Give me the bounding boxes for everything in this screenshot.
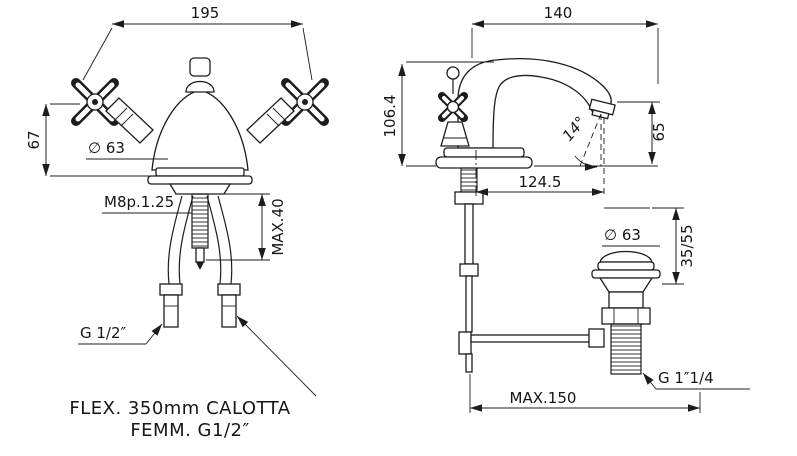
side-view: 140 106.4 65 14° 124.5	[381, 4, 750, 413]
dim-spout-reach-label: 124.5	[519, 173, 562, 191]
threaded-stud	[191, 193, 209, 270]
flex-note-line1: FLEX. 350mm CALOTTA	[69, 398, 290, 419]
flex-note: FLEX. 350mm CALOTTA FEMM. G1/2″	[69, 315, 317, 441]
label-stud-thread: M8p.1.25	[102, 193, 192, 214]
dim-spray-angle-label: 14°	[559, 113, 590, 145]
dim-front-width: 195	[82, 4, 313, 81]
label-drain-diameter: ∅ 63	[602, 226, 660, 247]
base-diameter-label: ∅ 63	[88, 139, 125, 157]
dim-plug-travel-label: 35/55	[678, 224, 696, 267]
faucet-body-front	[147, 57, 253, 195]
side-cross-handle-icon	[438, 66, 470, 147]
dim-spout-reach: 124.5	[475, 118, 605, 198]
hose-thread-label: G 1/2″	[80, 324, 127, 342]
right-cross-handle-icon	[246, 78, 329, 144]
faucet-body-side	[435, 58, 616, 169]
left-cross-handle-icon	[71, 78, 154, 144]
dim-stud-max-label: MAX.40	[269, 198, 287, 255]
label-hose-thread: G 1/2″	[78, 323, 163, 345]
flex-note-line2: FEMM. G1/2″	[130, 420, 249, 441]
dim-max-reach: MAX.150	[469, 374, 701, 413]
dim-spray-angle: 14°	[559, 113, 602, 171]
popup-rod-assembly	[454, 167, 605, 373]
dim-max-reach-label: MAX.150	[510, 389, 577, 407]
dim-stud-max: MAX.40	[206, 193, 287, 261]
stud-thread-label: M8p.1.25	[104, 193, 174, 211]
front-view: 195 67 ∅ 63 M8p.1.25 MAX.40 G 1/2	[25, 4, 329, 441]
dim-front-height-label: 67	[25, 130, 43, 149]
dim-spout-height-label: 65	[650, 122, 668, 141]
dim-side-width-label: 140	[544, 4, 573, 22]
dim-side-width: 140	[471, 4, 659, 84]
dim-front-height: 67	[25, 103, 150, 177]
dim-front-width-label: 195	[191, 4, 220, 22]
label-base-diameter: ∅ 63	[86, 139, 168, 160]
drain-diameter-label: ∅ 63	[604, 226, 641, 244]
drain-thread-label: G 1″1/4	[658, 369, 714, 387]
dim-side-height: 106.4	[381, 61, 494, 167]
dim-plug-travel: 35/55	[652, 207, 696, 285]
flexible-hoses	[159, 195, 241, 328]
label-drain-thread: G 1″1/4	[642, 369, 750, 390]
dim-spout-height: 65	[617, 101, 668, 164]
popup-drain	[591, 207, 661, 375]
dim-side-height-label: 106.4	[381, 95, 399, 138]
